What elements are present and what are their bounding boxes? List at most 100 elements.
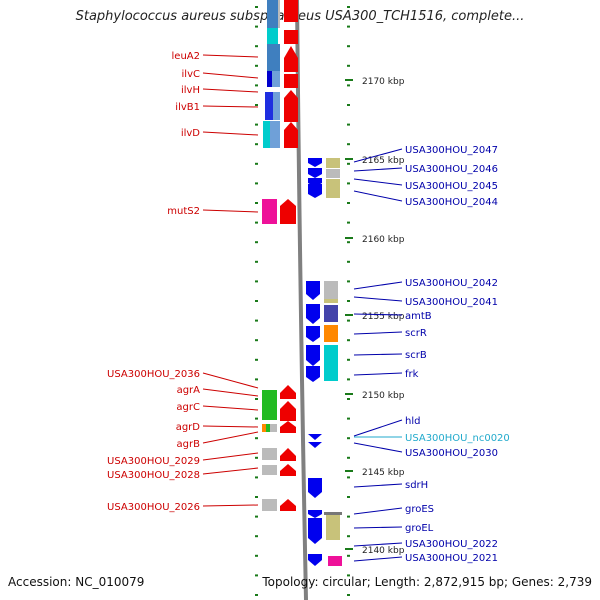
left-gene-labels[interactable]: leuA2 ilvC ilvH ilvB1 ilvD mutS2USA300HOU_203… <box>107 51 259 513</box>
tick-mark <box>255 398 258 400</box>
gene-label-left[interactable]: leuA2 <box>172 51 200 62</box>
gene-connector <box>202 504 259 507</box>
tick-mark <box>347 339 350 342</box>
tick-mark <box>347 437 350 440</box>
gene-label-right[interactable]: USA300HOU_2022 <box>405 539 498 550</box>
tick-mark <box>347 202 350 204</box>
scale-label: 2170 kbp <box>362 77 405 87</box>
tick-mark <box>255 64 258 67</box>
gene-label-left[interactable]: ilvD <box>181 128 200 139</box>
tick-mark <box>347 260 350 263</box>
tick-mark <box>255 554 258 557</box>
gene-label-right[interactable]: USA300HOU_2030 <box>405 448 498 459</box>
gene-label-left[interactable]: ilvH <box>181 85 200 96</box>
gene-label-right[interactable]: USA300HOU_nc0020 <box>405 433 510 444</box>
gene-connector <box>202 72 259 79</box>
gene-connector <box>353 167 403 172</box>
gene-connector <box>353 507 403 515</box>
gene-label-right[interactable]: scrB <box>405 350 427 361</box>
scale-tick <box>345 314 353 316</box>
tick-mark <box>347 6 350 8</box>
tick-mark <box>255 437 258 440</box>
gene-label-right[interactable]: USA300HOU_2041 <box>405 297 498 308</box>
gene-label-left[interactable]: ilvB1 <box>175 102 200 113</box>
tick-mark <box>347 319 350 322</box>
tick-mark <box>347 280 350 283</box>
gene-label-right[interactable]: hld <box>405 416 420 427</box>
gene-connector <box>202 388 259 397</box>
gene-connector <box>353 178 403 186</box>
gene-label-right[interactable]: USA300HOU_2047 <box>405 145 498 156</box>
left-tracks <box>262 0 298 511</box>
gene-label-right[interactable]: groEL <box>405 523 434 534</box>
gene-label-left[interactable]: USA300HOU_2028 <box>107 470 200 481</box>
tick-mark <box>255 417 258 420</box>
tick-mark <box>255 45 258 48</box>
right-tracks <box>306 158 342 566</box>
tick-mark <box>255 339 258 342</box>
gene-connector <box>202 105 259 108</box>
tick-mark <box>255 123 258 126</box>
gene-label-left[interactable]: USA300HOU_2036 <box>107 369 200 380</box>
tick-mark <box>347 515 350 518</box>
gene-connector <box>353 313 403 316</box>
gene-connector <box>353 419 403 437</box>
tick-mark <box>255 358 258 361</box>
right-gene-labels[interactable]: USA300HOU_2047USA300HOU_2046USA300HOU_20… <box>353 145 510 564</box>
tick-mark <box>347 300 350 302</box>
tick-mark <box>255 202 258 204</box>
gene-label-right[interactable]: scrR <box>405 328 427 339</box>
tick-mark <box>255 535 258 538</box>
gene-connector <box>353 296 403 302</box>
tick-mark <box>347 143 350 146</box>
scale-label: 2155 kbp <box>362 312 405 322</box>
gene-label-right[interactable]: sdrH <box>405 480 428 491</box>
tick-mark <box>347 104 350 106</box>
tick-mark <box>347 594 350 596</box>
gene-connector <box>202 209 259 213</box>
gene-label-left[interactable]: USA300HOU_2029 <box>107 456 200 467</box>
tick-mark <box>255 6 258 8</box>
gene-connector <box>202 88 259 93</box>
tick-mark <box>347 417 350 420</box>
gene-label-right[interactable]: groES <box>405 504 434 515</box>
scale-tick <box>345 237 353 239</box>
gene-label-right[interactable]: USA300HOU_2021 <box>405 553 498 564</box>
scale-label: 2150 kbp <box>362 391 405 401</box>
gene-label-left[interactable]: agrC <box>176 402 200 413</box>
gene-connector <box>353 526 403 529</box>
gene-label-right[interactable]: frk <box>405 369 419 380</box>
gene-label-left[interactable]: ilvC <box>182 69 200 80</box>
gene-connector <box>202 405 259 411</box>
gene-label-left[interactable]: mutS2 <box>167 206 200 217</box>
gene-label-right[interactable]: USA300HOU_2046 <box>405 164 498 175</box>
gene-label-right[interactable]: amtB <box>405 311 432 322</box>
gene-connector <box>353 483 403 488</box>
tick-mark <box>255 515 258 518</box>
tick-mark <box>255 25 258 28</box>
gene-connector <box>353 556 403 562</box>
scale-tick <box>345 393 353 395</box>
gene-connector <box>202 431 259 444</box>
tick-mark <box>347 182 350 185</box>
tick-mark <box>255 300 258 302</box>
gene-connector <box>202 372 259 389</box>
gene-label-left[interactable]: agrD <box>176 422 201 433</box>
gene-connector <box>202 467 259 475</box>
gene-label-right[interactable]: USA300HOU_2044 <box>405 197 498 208</box>
gene-connector <box>353 281 403 290</box>
scale-label: 2165 kbp <box>362 156 405 166</box>
gene-label-right[interactable]: USA300HOU_2042 <box>405 278 498 289</box>
tick-mark <box>255 162 258 165</box>
gene-label-left[interactable]: USA300HOU_2026 <box>107 502 200 513</box>
gene-label-right[interactable]: USA300HOU_2045 <box>405 181 498 192</box>
gene-label-left[interactable]: agrB <box>177 439 201 450</box>
tick-mark <box>347 398 350 400</box>
map-title: Staphylococcus aureus subsp. aureus USA3… <box>75 9 525 24</box>
gene-connector <box>202 131 259 136</box>
gene-label-left[interactable]: agrA <box>177 385 201 396</box>
tick-mark <box>347 45 350 48</box>
tick-mark <box>255 476 258 479</box>
